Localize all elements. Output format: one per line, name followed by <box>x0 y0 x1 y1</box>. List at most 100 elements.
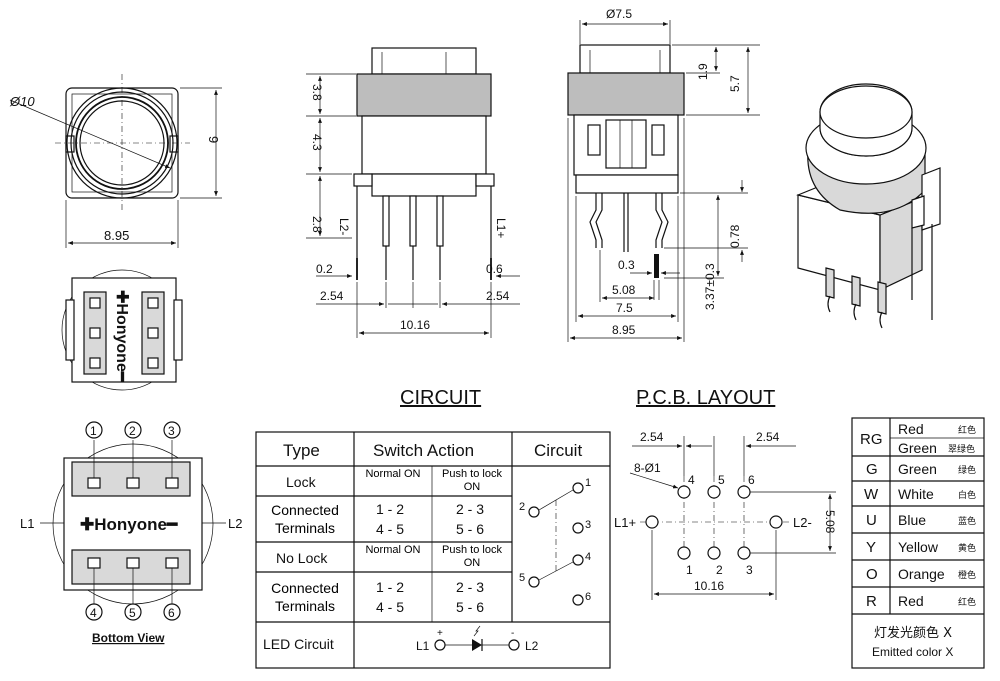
front-view: Ø10 9 8.95 <box>9 74 222 248</box>
isometric-view <box>796 83 941 329</box>
sw-node-1: 1 <box>585 477 591 489</box>
color-code-rg: RG <box>860 431 883 448</box>
circuit-section: CIRCUIT Type Switch Action Circuit Lock … <box>255 387 611 669</box>
row-lock-connected: Connected Terminals <box>271 502 339 536</box>
side-dim-span: 10.16 <box>400 318 430 332</box>
switch-schematic: 2 1 3 5 4 6 <box>519 477 591 606</box>
color-code-u: U <box>866 512 877 529</box>
bottom-pin-5: 5 <box>129 606 136 620</box>
color-cn-orange: 橙色 <box>958 569 976 581</box>
led-schematic: L1 + - L2 <box>416 625 539 653</box>
front-diameter-label: Ø10 <box>9 94 35 109</box>
bottom-l2-label: L2 <box>228 516 242 531</box>
pcb-pin-4: 4 <box>688 473 695 487</box>
bottom-l1-label: L1 <box>20 516 34 531</box>
end-standoff: 3.37±0.3 <box>703 263 717 310</box>
color-cn-red: 红色 <box>958 424 976 436</box>
pcb-height: 5.08 <box>823 510 837 534</box>
end-pin-width: 0.3 <box>618 258 635 272</box>
row-nolock-d1: 1 - 2 <box>376 579 404 595</box>
end-lead: 0.78 <box>728 224 742 248</box>
side-dim-pin-left: 0.2 <box>316 262 333 276</box>
pcb-pin-3: 3 <box>746 563 753 577</box>
led-plus: + <box>437 628 443 639</box>
side-dim-pitch-left: 2.54 <box>320 289 344 303</box>
color-name-white: White <box>898 486 934 502</box>
row-lock-c2: 4 - 5 <box>376 521 404 537</box>
row-nolock-label: No Lock <box>276 550 328 566</box>
bottom-pin-4: 4 <box>90 606 97 620</box>
back-brand: ✚Honyone━ <box>113 290 130 383</box>
color-footer-en: Emitted color X <box>872 645 953 659</box>
pcb-layout: P.C.B. LAYOUT 2.54 2.54 8-Ø1 4 5 6 1 2 3… <box>614 387 837 600</box>
color-table: RG Red 红色 Green 翠绿色 G Green 绿色 W White 白… <box>851 417 985 669</box>
color-code-o: O <box>866 566 878 583</box>
sw-node-6: 6 <box>585 591 591 603</box>
pcb-pin-1: 1 <box>686 563 693 577</box>
color-name-red-2: Red <box>898 593 924 609</box>
row-nolock-normal-on: Normal ON <box>365 544 421 556</box>
bottom-pin-3: 3 <box>168 424 175 438</box>
sw-node-3: 3 <box>585 519 591 531</box>
end-base: 8.95 <box>612 323 636 337</box>
sw-node-4: 4 <box>585 551 591 563</box>
side-view: 3.8 4.3 2.8 L2- L1+ 0.2 0.6 2.54 2.54 10… <box>306 47 520 338</box>
led-l1-label: L1 <box>416 639 430 653</box>
sw-node-2: 2 <box>519 501 525 513</box>
color-cn-yellow: 黄色 <box>958 542 976 554</box>
color-name-blue: Blue <box>898 512 926 528</box>
pcb-holes-label: 8-Ø1 <box>634 461 661 475</box>
row-lock-c3: 2 - 3 <box>456 501 484 517</box>
pcb-pin-2: 2 <box>716 563 723 577</box>
color-name-green: Green <box>898 461 937 477</box>
circuit-header-circuit: Circuit <box>534 441 582 460</box>
color-name-red: Red <box>898 421 924 437</box>
row-led-circuit-label: LED Circuit <box>263 636 334 652</box>
bottom-pin-1: 1 <box>90 424 97 438</box>
row-lock-c4: 5 - 6 <box>456 521 484 537</box>
pcb-l1-label: L1+ <box>614 515 636 530</box>
side-l2-label: L2- <box>337 218 351 235</box>
row-lock-push-on: Push to lock ON <box>442 468 502 493</box>
row-nolock-d3: 2 - 3 <box>456 579 484 595</box>
pcb-pin-6: 6 <box>748 473 755 487</box>
end-cap-dia: Ø7.5 <box>606 7 632 21</box>
side-l1-label: L1+ <box>494 218 508 238</box>
side-dim-pitch-right: 2.54 <box>486 289 510 303</box>
pcb-pin-5: 5 <box>718 473 725 487</box>
color-name-orange: Orange <box>898 566 945 582</box>
color-name-yellow: Yellow <box>898 539 939 555</box>
side-dim-mid: 4.3 <box>310 134 324 151</box>
color-footer-cn: 灯发光颜色 X <box>874 625 952 641</box>
color-cn-white: 白色 <box>958 489 976 501</box>
row-nolock-push-on: Push to lock ON <box>442 544 502 569</box>
color-code-w: W <box>864 486 879 503</box>
side-dim-bottom: 2.8 <box>310 216 324 233</box>
back-view: ✚Honyone━ <box>61 269 183 391</box>
sw-node-5: 5 <box>519 572 525 584</box>
row-lock-normal-on: Normal ON <box>365 468 421 480</box>
row-lock-c1: 1 - 2 <box>376 501 404 517</box>
color-cn-emerald: 翠绿色 <box>948 443 975 455</box>
color-cn-green: 绿色 <box>958 464 976 476</box>
color-cn-red-2: 红色 <box>958 596 976 608</box>
side-dim-pin-right: 0.6 <box>486 262 503 276</box>
bottom-view: 1 2 3 4 5 6 L1 L2 ✚Honyone━ Bottom View <box>20 421 242 645</box>
end-body: 7.5 <box>616 301 633 315</box>
circuit-header-switch-action: Switch Action <box>373 441 474 460</box>
circuit-heading: CIRCUIT <box>400 387 481 409</box>
bottom-pin-2: 2 <box>129 424 136 438</box>
row-lock-label: Lock <box>286 474 317 490</box>
bottom-brand: ✚Honyone━ <box>80 515 178 534</box>
led-l2-label: L2 <box>525 639 539 653</box>
pcb-width: 10.16 <box>694 579 724 593</box>
pcb-l2-label: L2- <box>793 515 812 530</box>
end-pitch: 5.08 <box>612 283 636 297</box>
side-dim-top: 3.8 <box>310 84 324 101</box>
bottom-view-caption: Bottom View <box>92 631 165 645</box>
led-minus: - <box>511 628 514 639</box>
end-cap-height: 1.9 <box>696 63 710 80</box>
color-code-y: Y <box>866 539 876 556</box>
